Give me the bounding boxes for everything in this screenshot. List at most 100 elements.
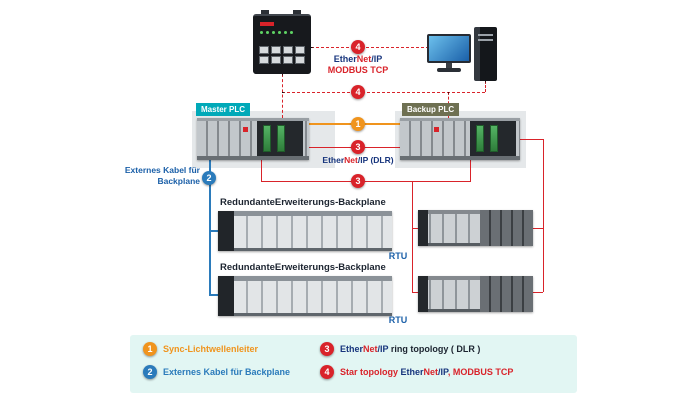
- ethernet-ip-part: Net: [356, 54, 372, 64]
- rj45-port: [271, 56, 281, 64]
- master-plc-tag: Master PLC: [196, 103, 251, 116]
- expansion-backplane-rack-1: [218, 211, 392, 251]
- marker-3-ring: 3: [351, 174, 365, 188]
- line-ring-bottom: [261, 181, 471, 182]
- expansion-backplane-rack-2: [218, 276, 392, 316]
- line-backup-to-right: [520, 139, 544, 140]
- monitor-base: [437, 68, 461, 72]
- external-cable-annotation: Externes Kabel für Backplane: [120, 165, 200, 187]
- backplane1-label: RedundanteErweiterungs-Backplane: [220, 197, 386, 208]
- line-switch-to-pc: [311, 47, 429, 48]
- line-ring-rtu-right: [543, 139, 544, 292]
- ethernet-ip-part: Net: [344, 155, 358, 165]
- rj45-port: [283, 56, 293, 64]
- rj45-port: [259, 56, 269, 64]
- legend-item-ring: 3 EtherNet/IP ring topology ( DLR ): [320, 342, 480, 356]
- ethernet-switch: [253, 14, 311, 74]
- workstation-tower: [474, 27, 497, 81]
- line-pc-down: [485, 81, 486, 92]
- pcb-card: [277, 125, 285, 152]
- backplane2-label: RedundanteErweiterungs-Backplane: [220, 262, 386, 273]
- led: [278, 31, 281, 34]
- line-switch-down: [282, 74, 283, 118]
- ethernet-ip-part: Ether: [322, 155, 345, 165]
- ethernet-ip-part: /IP: [377, 344, 389, 354]
- drive-bay: [478, 39, 493, 41]
- monitor-frame: [427, 34, 471, 63]
- led: [266, 31, 269, 34]
- workstation-monitor: [427, 34, 471, 72]
- ethernet-ip-part: /IP: [357, 155, 369, 165]
- power-supply-module: [218, 211, 234, 251]
- line-backplane1-stub: [209, 230, 218, 232]
- monitor-screen: [429, 36, 469, 61]
- rj45-port: [283, 46, 293, 54]
- brand-dot: [243, 127, 248, 132]
- power-supply-module: [418, 210, 428, 246]
- io-module-group: [480, 210, 533, 246]
- legend-label-ring: EtherNet/IP ring topology ( DLR ): [340, 344, 480, 354]
- legend-item-sync: 1 Sync-Lichtwellenleiter: [143, 342, 258, 356]
- rtu1-label: RTU: [388, 251, 408, 261]
- switch-terminal-block: [261, 10, 269, 15]
- legend-item-cable: 2 Externes Kabel für Backplane: [143, 365, 290, 379]
- ethernet-ip-part: Ether: [400, 367, 424, 377]
- master-cpu-section: [257, 121, 303, 156]
- ethernet-ip-part: /IP: [438, 367, 448, 377]
- led: [260, 31, 263, 34]
- marker-3-ring: 3: [351, 140, 365, 154]
- line-backplane2-stub: [209, 294, 218, 296]
- pcb-card: [263, 125, 271, 152]
- rtu-rack-2: [418, 276, 533, 312]
- legend-marker-4: 4: [320, 365, 334, 379]
- line-rtu1-right-stub: [533, 228, 543, 229]
- star-topology-text: Star topology: [340, 367, 401, 377]
- pcb-card: [476, 125, 484, 152]
- drive-bay: [478, 34, 493, 36]
- rtu-rack-1: [418, 210, 533, 246]
- ethernet-ip-part: Ether: [340, 344, 364, 354]
- rj45-port: [259, 46, 269, 54]
- backup-plc-tag: Backup PLC: [402, 103, 460, 116]
- switch-brand-badge: [260, 22, 274, 26]
- line-rtu1-left-stub: [412, 228, 418, 229]
- ethernet-ip-part: Ether: [333, 54, 357, 64]
- annotation-line: Backplane: [157, 176, 200, 186]
- led: [284, 31, 287, 34]
- marker-1-sync: 1: [351, 117, 365, 131]
- switch-status-leds: [260, 31, 293, 34]
- io-module-group: [480, 276, 533, 312]
- monitor-neck: [446, 63, 452, 68]
- backup-cpu-section: [470, 121, 516, 156]
- line-star-horizontal: [282, 92, 485, 93]
- rj45-port: [295, 46, 305, 54]
- legend-item-star: 4 Star topology EtherNet/IP, MODBUS TCP: [320, 365, 513, 379]
- legend-marker-1: 1: [143, 342, 157, 356]
- line-ring-left-drop: [261, 160, 262, 182]
- rj45-port: [295, 56, 305, 64]
- line-ring-right-drop: [470, 160, 471, 182]
- legend-panel: [130, 335, 577, 393]
- marker-2-cable: 2: [202, 171, 216, 185]
- backup-plc-rack: [400, 118, 520, 160]
- ethernet-ip-part: Net: [423, 367, 439, 377]
- brand-dot: [434, 127, 439, 132]
- annotation-line: Externes Kabel für: [124, 165, 200, 175]
- modbus-tcp-text: , MODBUS TCP: [447, 367, 514, 377]
- switch-port-grid: [259, 46, 305, 64]
- ethernet-ip-part: /IP: [371, 54, 383, 64]
- line-ring-rtu-left: [412, 181, 413, 292]
- led: [290, 31, 293, 34]
- rtu2-label: RTU: [388, 315, 408, 325]
- legend-label-cable: Externes Kabel für Backplane: [163, 367, 291, 377]
- legend-marker-3: 3: [320, 342, 334, 356]
- rj45-port: [271, 46, 281, 54]
- switch-terminal-block: [293, 10, 301, 15]
- modbus-tcp-label-top: MODBUS TCP: [327, 65, 389, 75]
- marker-4-star: 4: [351, 40, 365, 54]
- legend-label-star: Star topology EtherNet/IP, MODBUS TCP: [340, 367, 513, 377]
- ethernet-ip-label-top: EtherNet/IP: [313, 54, 403, 64]
- marker-4-star: 4: [351, 85, 365, 99]
- legend-label-sync: Sync-Lichtwellenleiter: [163, 344, 259, 354]
